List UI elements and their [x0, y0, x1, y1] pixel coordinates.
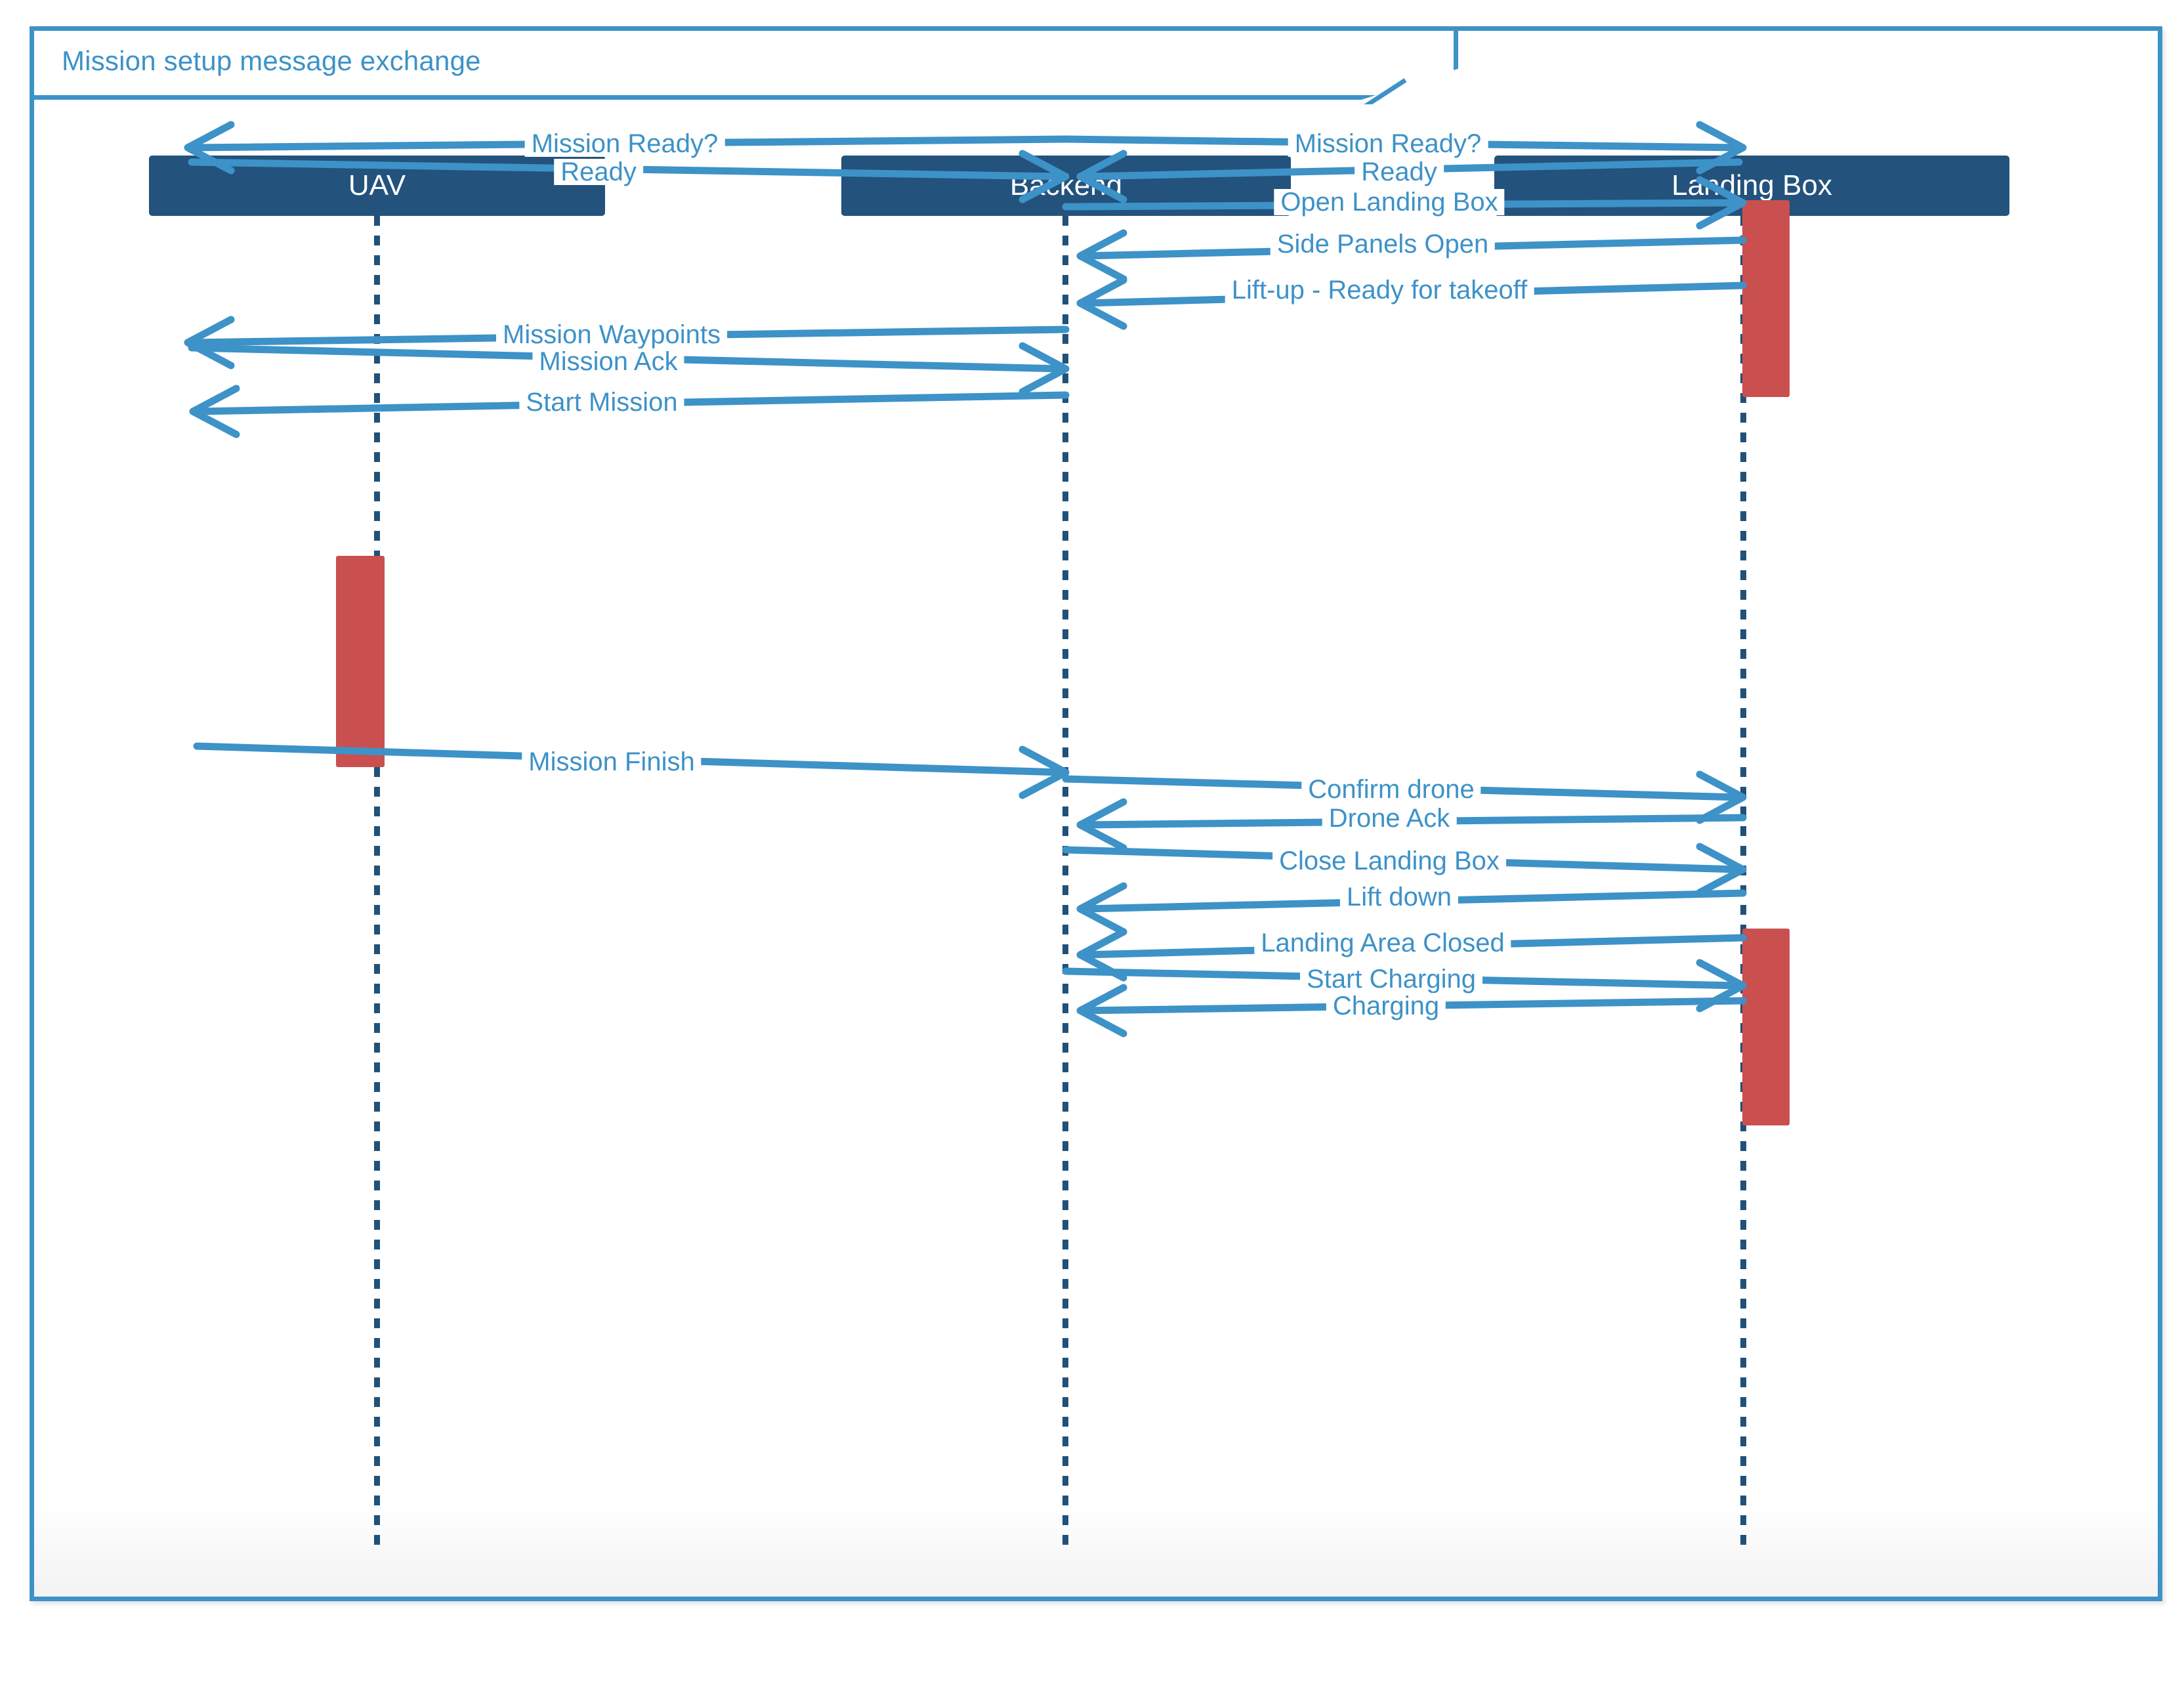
message-2[interactable]: Mission Ready? — [34, 31, 2154, 1599]
message-label: Open Landing Box — [1274, 189, 1505, 215]
message-label: Side Panels Open — [1270, 231, 1496, 257]
message-7[interactable]: Lift-up - Ready for takeoff — [34, 31, 2154, 1599]
message-18[interactable]: Charging — [34, 31, 2154, 1599]
activation-landing-box-open — [1742, 200, 1790, 397]
message-12[interactable]: Confirm drone — [34, 31, 2154, 1599]
message-5[interactable]: Open Landing Box — [34, 31, 2154, 1599]
lifeline-backend — [1062, 216, 1068, 1553]
message-16[interactable]: Landing Area Closed — [34, 31, 2154, 1599]
message-3[interactable]: Ready — [34, 31, 2154, 1599]
participant-label: Landing Box — [1671, 169, 1832, 201]
message-label: Drone Ack — [1322, 805, 1457, 831]
message-label: Mission Ready? — [524, 131, 725, 157]
message-label: Mission Finish — [522, 749, 702, 775]
message-label: Confirm drone — [1301, 776, 1481, 803]
message-13[interactable]: Drone Ack — [34, 31, 2154, 1599]
message-8[interactable]: Mission Waypoints — [34, 31, 2154, 1599]
message-label: Landing Area Closed — [1254, 930, 1511, 956]
diagram-title: Mission setup message exchange — [62, 45, 481, 76]
message-label: Mission Waypoints — [496, 322, 727, 348]
message-label: Start Charging — [1300, 966, 1482, 992]
activation-uav-mission — [336, 556, 385, 767]
message-label: Charging — [1326, 993, 1446, 1019]
message-label: Lift-up - Ready for takeoff — [1225, 277, 1534, 303]
message-label: Ready — [554, 159, 643, 185]
activation-landing-box-close — [1742, 929, 1790, 1125]
participant-label: UAV — [348, 169, 406, 201]
lifeline-uav — [374, 216, 380, 1553]
message-label: Start Mission — [519, 389, 684, 415]
message-label: Lift down — [1339, 884, 1459, 910]
message-15[interactable]: Lift down — [34, 31, 2154, 1599]
message-label: Ready — [1354, 159, 1444, 185]
frame-title-tab — [34, 31, 1458, 100]
message-10[interactable]: Start Mission — [34, 31, 2154, 1599]
message-label: Mission Ack — [532, 348, 684, 375]
lifeline-landing-box — [1740, 216, 1746, 1553]
message-14[interactable]: Close Landing Box — [34, 31, 2154, 1599]
message-6[interactable]: Side Panels Open — [34, 31, 2154, 1599]
message-label: Close Landing Box — [1272, 848, 1506, 874]
message-11[interactable]: Mission Finish — [34, 31, 2154, 1599]
message-1[interactable]: Mission Ready? — [34, 31, 2154, 1599]
message-9[interactable]: Mission Ack — [34, 31, 2154, 1599]
message-label: Mission Ready? — [1288, 131, 1488, 157]
message-4[interactable]: Ready — [34, 31, 2154, 1599]
uml-frame: Mission setup message exchange UAV Backe… — [30, 26, 2162, 1601]
